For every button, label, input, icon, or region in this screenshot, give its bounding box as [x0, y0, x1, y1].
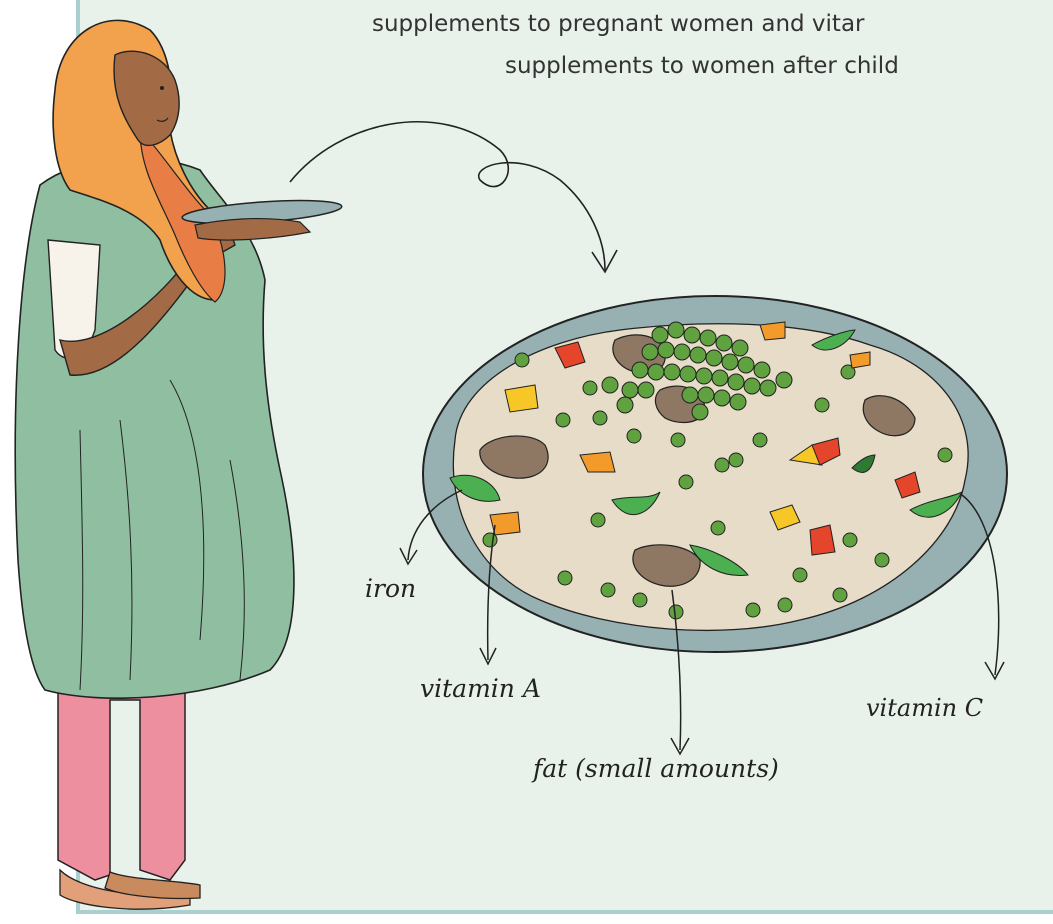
label-vitamin-c: vitamin C — [866, 694, 983, 722]
food-plate — [423, 296, 1007, 652]
woman-figure — [15, 20, 294, 909]
label-iron: iron — [365, 574, 416, 603]
curved-arrow — [290, 122, 605, 270]
label-vitamin-a: vitamin A — [420, 674, 541, 703]
label-fat: fat (small amounts) — [533, 754, 779, 783]
